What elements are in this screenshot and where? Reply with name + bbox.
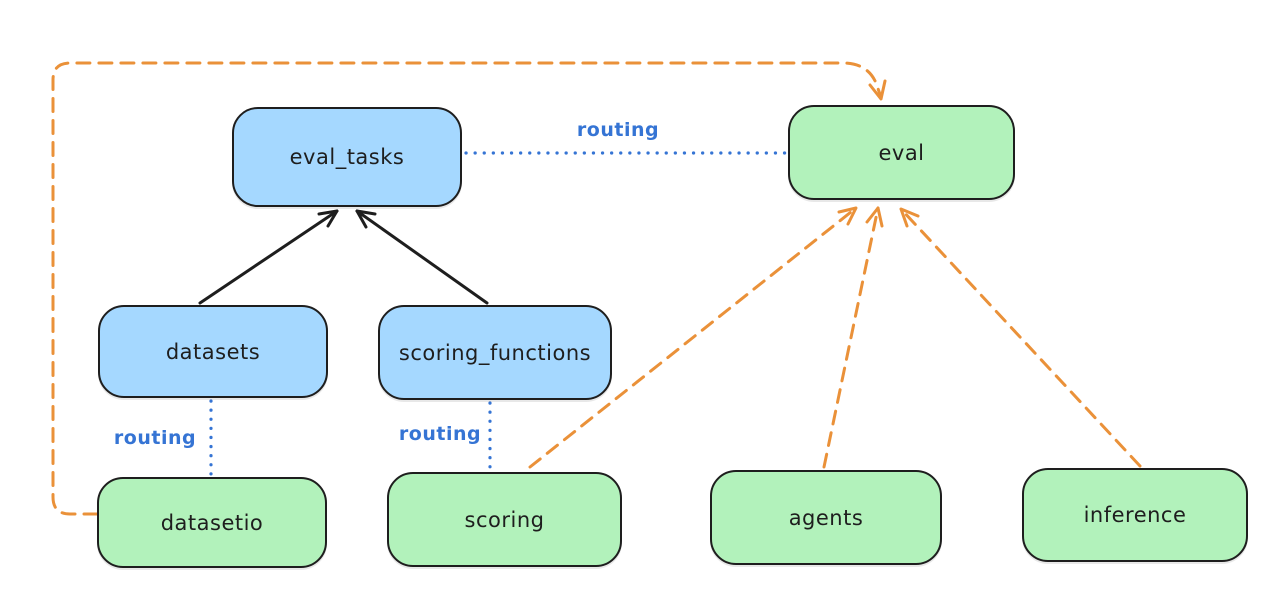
arrowhead-agents-to-eval-icon (865, 206, 884, 228)
arrowhead-datasetio-to-eval-icon (868, 79, 887, 101)
edge-datasetio-to-eval (51, 61, 883, 516)
edge-scoring-functions-to-eval-tasks (355, 209, 489, 305)
node-scoring-label: scoring (464, 507, 545, 532)
edge-label-routing-datasets-datasetio: routing (113, 427, 197, 449)
edge-agents-to-eval (822, 206, 880, 469)
node-datasetio: datasetio (97, 477, 327, 568)
node-scoring-functions-label: scoring_functions (398, 340, 592, 365)
node-datasets: datasets (98, 305, 328, 398)
node-inference: inference (1022, 468, 1248, 562)
edge-label-routing-eval-tasks-eval: routing (576, 119, 660, 141)
node-inference-label: inference (1083, 503, 1187, 527)
edge-label-routing-scoring-functions-scoring: routing (398, 423, 482, 445)
node-eval-tasks: eval_tasks (232, 107, 462, 207)
arrowhead-datasets-to-eval-tasks-icon (317, 209, 339, 228)
edge-scoring-to-eval (528, 206, 858, 469)
node-datasetio-label: datasetio (160, 510, 264, 535)
node-scoring-functions: scoring_functions (378, 305, 612, 400)
node-datasets-label: datasets (165, 339, 261, 364)
node-eval: eval (788, 105, 1015, 200)
node-eval-tasks-label: eval_tasks (289, 145, 405, 169)
node-scoring: scoring (387, 472, 622, 567)
node-agents: agents (710, 470, 942, 565)
edge-datasets-to-eval-tasks (198, 209, 339, 305)
edge-inference-to-eval (899, 207, 1142, 468)
arrowhead-scoring-to-eval-icon (837, 206, 858, 226)
node-eval-label: eval (878, 140, 925, 165)
arrowhead-scoring-functions-to-eval-tasks-icon (355, 209, 377, 229)
node-agents-label: agents (788, 505, 864, 530)
arrowhead-inference-to-eval-icon (899, 207, 920, 228)
